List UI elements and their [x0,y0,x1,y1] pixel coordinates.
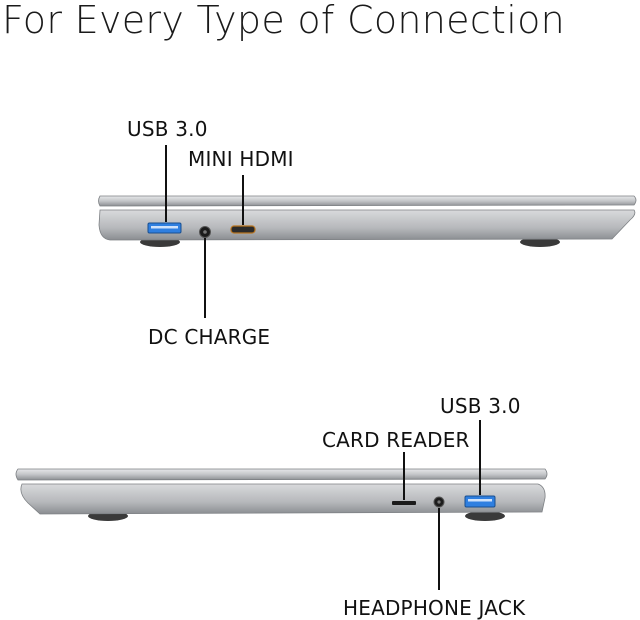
label-usb-left: USB 3.0 [127,117,208,141]
label-dc-charge: DC CHARGE [148,325,271,349]
mini-hdmi-port-icon [230,225,256,234]
laptop-left-side-view [98,145,637,318]
laptop-base [20,483,546,515]
laptop-lid [98,195,637,207]
label-card-reader: CARD READER [322,428,470,452]
laptop-right-side-view [15,420,548,590]
rubber-foot [465,511,505,521]
page-title: For Every Type of Connection [2,0,565,42]
card-reader-slot-icon [392,501,416,505]
label-headphone-jack: HEADPHONE JACK [343,596,526,620]
label-mini-hdmi: MINI HDMI [188,147,294,171]
laptop-lid [15,468,548,481]
label-usb-right: USB 3.0 [440,394,521,418]
